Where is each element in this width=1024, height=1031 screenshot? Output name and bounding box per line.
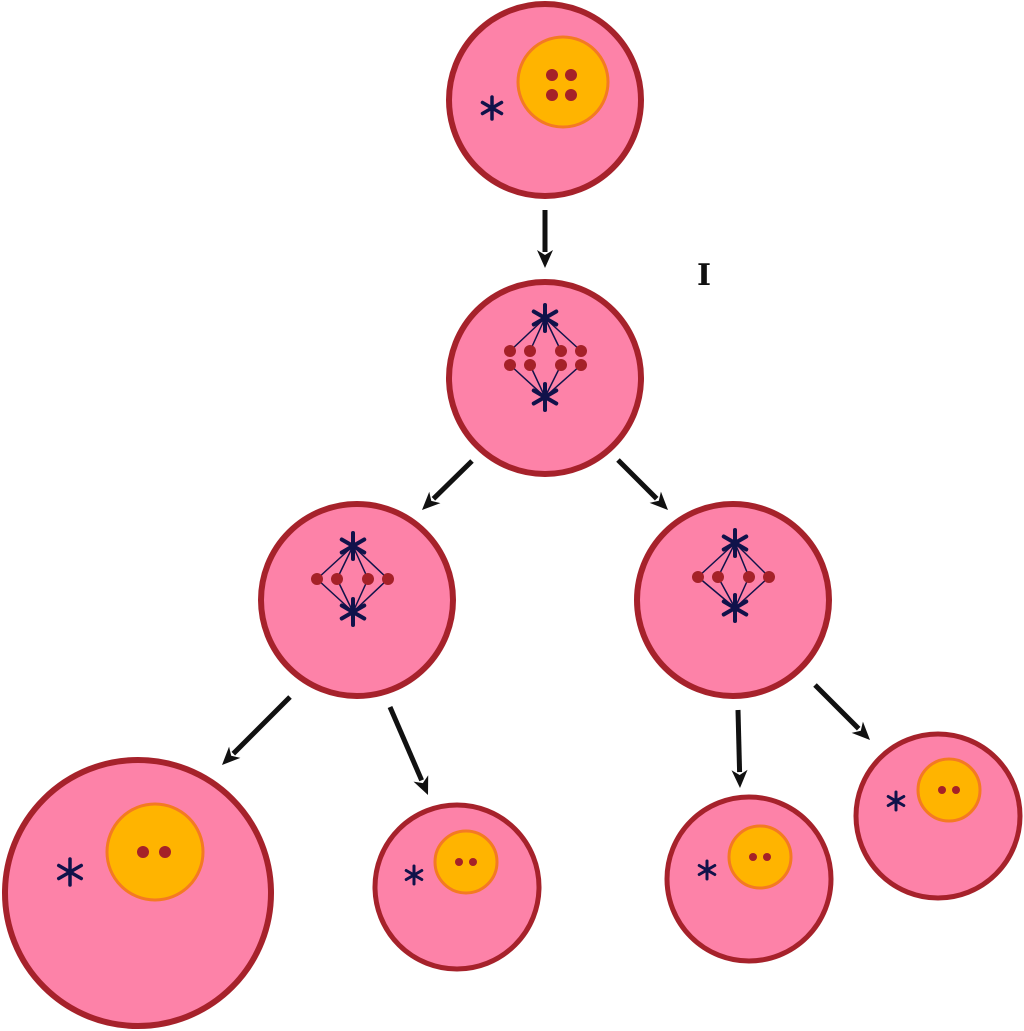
chromosome — [565, 69, 577, 81]
spindle-fiber — [717, 542, 736, 578]
centrosome-icon — [721, 593, 749, 623]
chromosome — [575, 345, 587, 357]
chromosome — [524, 345, 536, 357]
centrosome-ray — [721, 599, 749, 617]
chromosome — [504, 345, 516, 357]
centrosome-icon — [531, 382, 559, 412]
arrow — [422, 459, 474, 510]
arrow — [616, 458, 668, 510]
chromosome — [763, 853, 771, 861]
centrosome-ray — [404, 869, 424, 881]
arrow-head — [422, 491, 441, 510]
cell-membrane — [446, 279, 644, 477]
arrow-shaft — [813, 683, 861, 731]
arrow-shaft — [231, 695, 292, 756]
arrow-head — [222, 746, 241, 765]
centrosome-ray — [531, 388, 559, 406]
chromosome — [743, 571, 755, 583]
spindle-fiber — [529, 317, 546, 352]
chromosome — [362, 573, 374, 585]
arrow-shaft — [616, 458, 659, 501]
arrow-shaft — [387, 706, 424, 782]
chromosome — [469, 858, 477, 866]
centrosome-icon — [531, 303, 559, 333]
centrosome-ray — [531, 309, 559, 327]
centrosome-icon — [56, 857, 84, 887]
nucleus — [433, 829, 499, 895]
centrosome-ray — [339, 537, 367, 555]
nucleus — [916, 757, 982, 823]
chromosome — [331, 573, 343, 585]
arrow-head — [851, 721, 870, 740]
metaphase-ii-right-cell — [634, 501, 832, 699]
chromosome — [555, 345, 567, 357]
nucleus — [105, 802, 205, 902]
chromosome — [712, 571, 724, 583]
arrow — [222, 695, 292, 765]
centrosome-icon — [480, 95, 504, 121]
centrosome-icon — [404, 864, 424, 886]
centrosome-icon — [339, 531, 367, 561]
centrosome-ray — [339, 603, 367, 621]
arrow — [537, 210, 553, 268]
chromosome — [938, 786, 946, 794]
arrow-head — [649, 491, 668, 510]
nucleus — [516, 35, 610, 129]
daughter-cell-2 — [372, 802, 542, 972]
chromosome — [692, 571, 704, 583]
daughter-cell-1 — [2, 757, 274, 1029]
metaphase-ii-left-cell — [258, 501, 456, 699]
parent-cell — [446, 1, 644, 199]
division-label: I — [697, 258, 712, 293]
spindle-fiber — [352, 545, 369, 580]
chromosome — [137, 846, 149, 858]
chromosome — [546, 89, 558, 101]
arrow-head — [413, 775, 429, 795]
chromosome — [952, 786, 960, 794]
spindle-fiber — [734, 542, 770, 578]
chromosome — [575, 359, 587, 371]
metaphase-i-cell — [446, 279, 644, 477]
chromosome — [159, 846, 171, 858]
centrosome-ray — [721, 534, 749, 552]
centrosome-icon — [886, 790, 906, 812]
spindle-fiber — [544, 317, 562, 352]
spindle-fiber — [336, 545, 354, 580]
daughter-cell-3 — [664, 794, 834, 964]
chromosome — [311, 573, 323, 585]
centrosome-ray — [480, 100, 504, 116]
arrow-head — [731, 769, 748, 788]
chromosome — [546, 69, 558, 81]
chromosome — [455, 858, 463, 866]
arrow-shaft — [735, 709, 743, 773]
arrow — [813, 683, 870, 740]
centrosome-icon — [339, 597, 367, 627]
chromosome — [763, 571, 775, 583]
centrosome-icon — [721, 528, 749, 558]
nucleus — [727, 824, 793, 890]
chromosome — [504, 359, 516, 371]
daughter-cell-4 — [853, 731, 1023, 901]
chromosome — [749, 853, 757, 861]
arrow-shaft — [431, 459, 474, 501]
centrosome-ray — [56, 863, 84, 881]
chromosome — [382, 573, 394, 585]
chromosome — [565, 89, 577, 101]
spindle-fiber — [734, 542, 750, 578]
centrosome-ray — [886, 795, 906, 807]
arrow-head — [537, 250, 553, 268]
chromosome — [555, 359, 567, 371]
spindle-fiber — [352, 578, 369, 613]
centrosome-ray — [697, 864, 717, 876]
cell-membrane — [258, 501, 456, 699]
arrow — [387, 706, 429, 795]
chromosome — [524, 359, 536, 371]
spindle-fiber — [336, 578, 354, 613]
arrow — [731, 709, 748, 788]
centrosome-icon — [697, 859, 717, 881]
